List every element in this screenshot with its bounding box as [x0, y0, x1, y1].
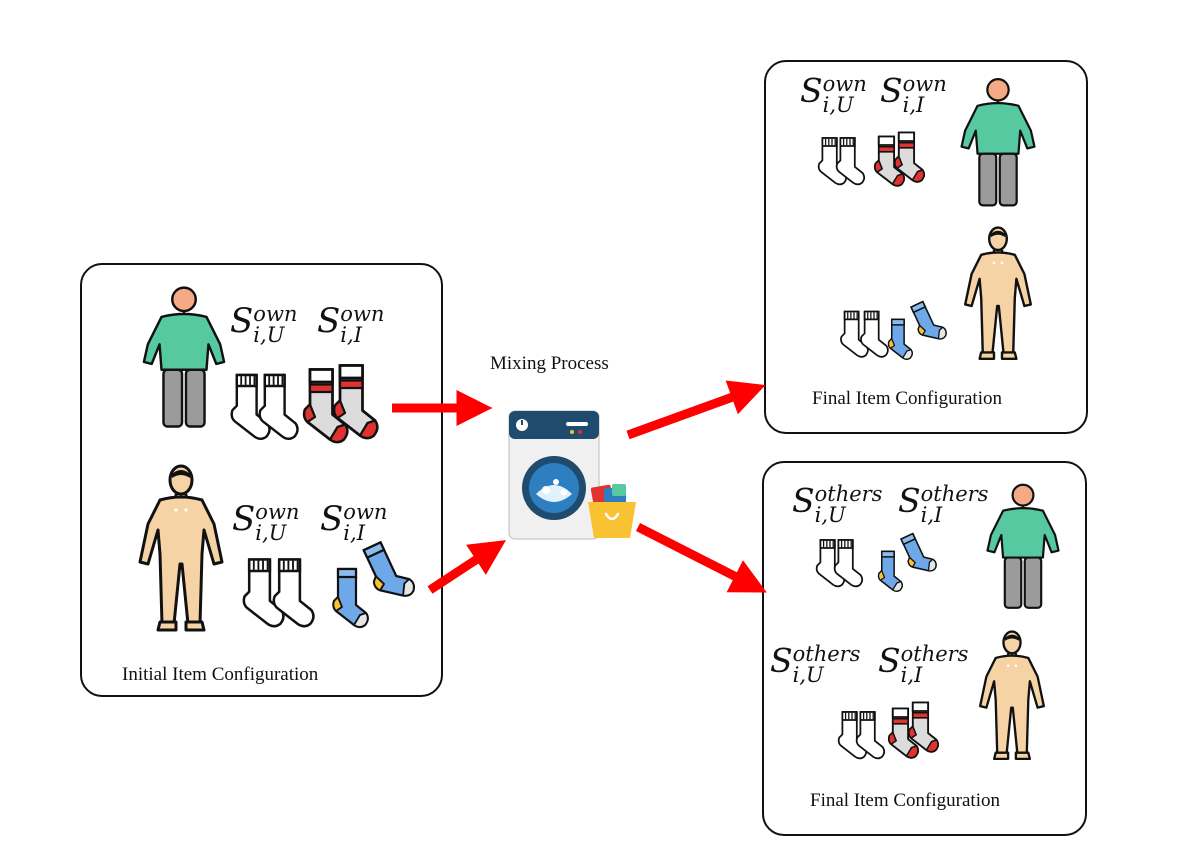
person-beige-icon: [962, 226, 1034, 362]
washing-machine-icon: [508, 410, 600, 540]
laundry-basket-icon: [588, 484, 636, 538]
person-teal-shirt-icon: [958, 76, 1038, 212]
white-sock-pair-icon: [837, 711, 886, 760]
initial-configuration-box: [80, 263, 443, 697]
white-sock-pair-icon: [817, 137, 866, 186]
person-beige-icon: [976, 630, 1048, 762]
red-white-sock-pair-icon: [873, 131, 926, 187]
initial-configuration-caption: Initial Item Configuration: [122, 664, 319, 685]
final-configuration-caption-bottom: Final Item Configuration: [810, 790, 1000, 811]
person-teal-shirt-icon: [984, 482, 1062, 614]
white-sock-pair-icon: [840, 310, 889, 358]
blue-sock-pair-icon: [877, 528, 940, 593]
red-white-sock-pair-icon: [887, 701, 940, 759]
white-sock-pair-icon: [815, 539, 864, 588]
mixing-process-label: Mixing Process: [490, 353, 609, 374]
final-configuration-box-top: [764, 60, 1088, 434]
blue-sock-pair-icon: [887, 296, 950, 361]
final-configuration-caption-top: Final Item Configuration: [812, 388, 1002, 409]
